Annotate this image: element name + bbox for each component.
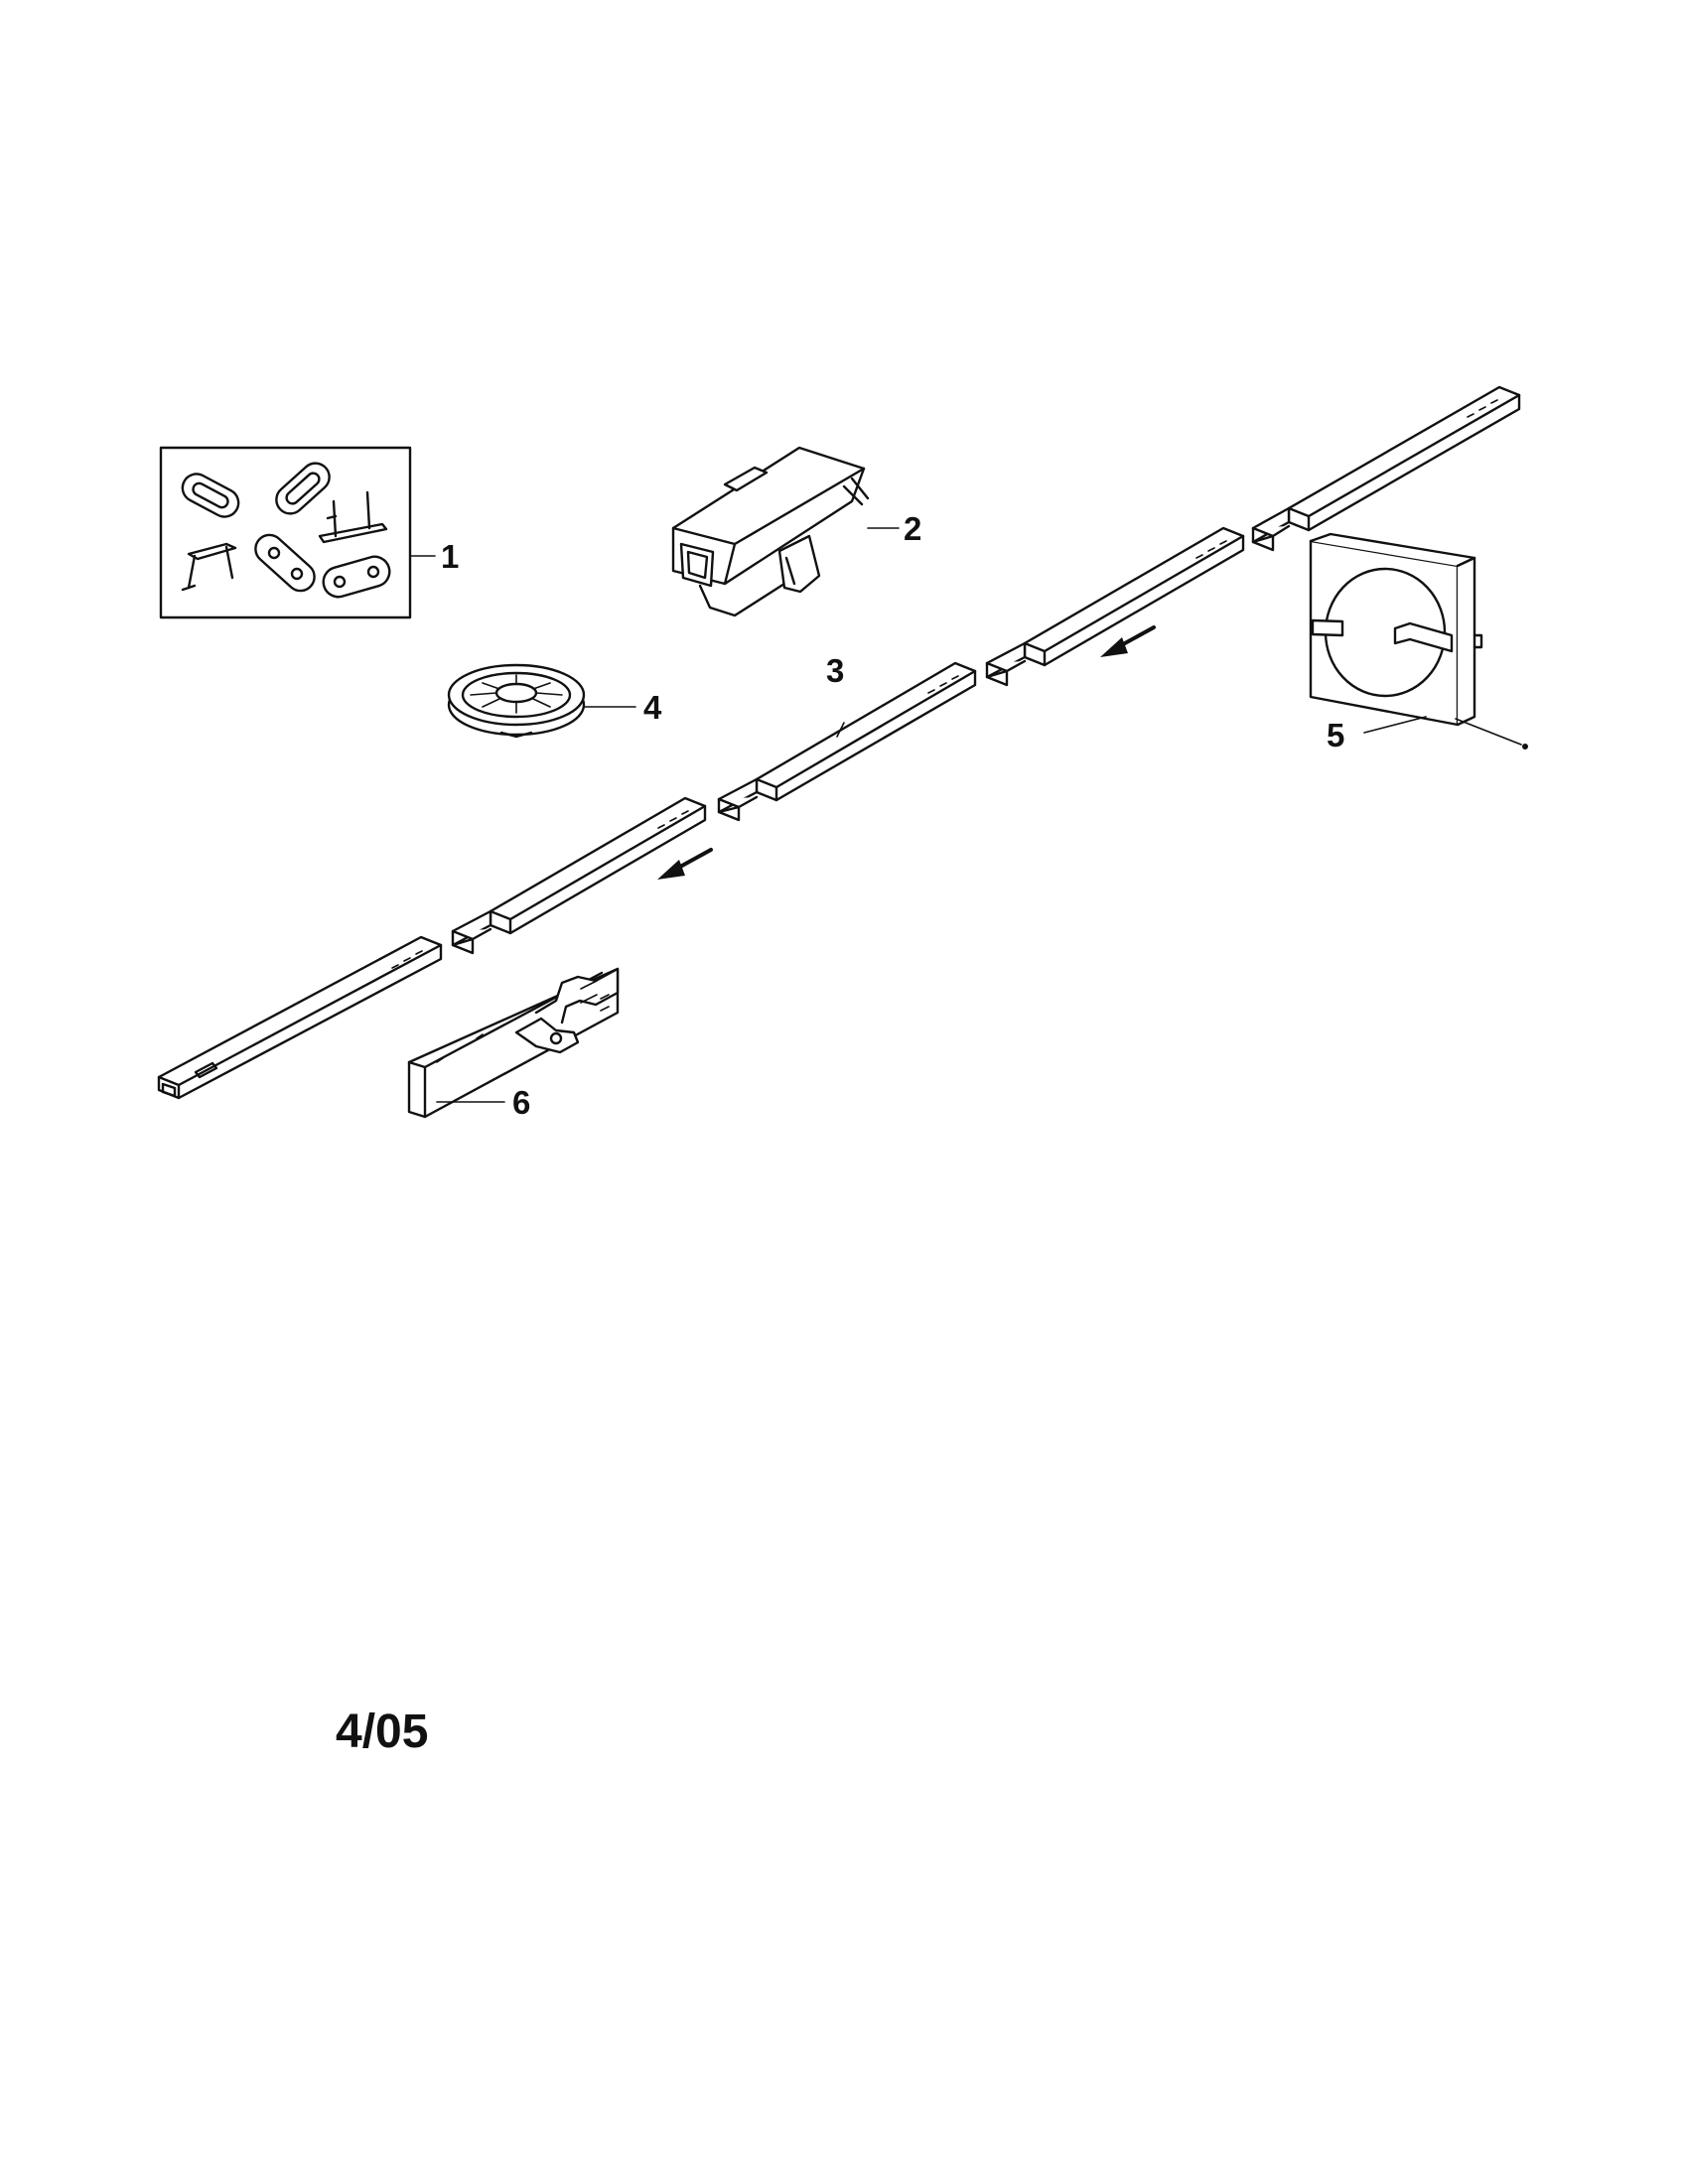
link-plate-icon xyxy=(254,533,316,593)
carriage-body xyxy=(671,446,866,586)
carriage-slot xyxy=(723,466,769,492)
rail-section-3 xyxy=(717,661,977,822)
part-4-idler-pulley xyxy=(447,663,636,739)
part-5-chain-box xyxy=(1309,532,1528,750)
callout-leader-3 xyxy=(836,722,845,738)
carriage-trolley-window xyxy=(679,542,715,588)
pin-plate-icon xyxy=(181,542,237,592)
part-2-carriage xyxy=(671,446,900,617)
carriage-release-arm xyxy=(777,534,821,594)
callout-leader-5 xyxy=(1363,716,1427,734)
pulley-hub xyxy=(494,682,538,704)
pin-plate-icon xyxy=(318,490,388,544)
rail-section-4 xyxy=(451,796,707,955)
part-3-rail xyxy=(157,385,1521,1100)
callout-label-1: 1 xyxy=(441,538,459,575)
callout-label-3: 3 xyxy=(826,652,844,689)
callout-label-4: 4 xyxy=(643,689,662,726)
assembly-arrow-icon xyxy=(657,848,713,880)
part-6-rail-bracket xyxy=(407,967,620,1119)
rail-section-5 xyxy=(157,935,443,1100)
master-link-icon xyxy=(181,473,240,518)
callout-label-6: 6 xyxy=(512,1084,530,1121)
chain-box-strap xyxy=(1311,618,1344,637)
assembly-arrow-icon xyxy=(1100,625,1156,657)
rail-section-2 xyxy=(985,526,1245,687)
bracket-tab xyxy=(514,1017,580,1054)
kit-box-outline xyxy=(159,446,412,619)
callout-label-2: 2 xyxy=(904,510,921,547)
callout-label-5: 5 xyxy=(1327,717,1344,753)
master-link-icon xyxy=(275,462,331,515)
rail-section-1 xyxy=(1251,385,1521,552)
part-1-chain-link-kit xyxy=(159,446,436,619)
link-plate-icon xyxy=(322,555,391,599)
chain-box-strap xyxy=(1393,621,1454,653)
date-code: 4/05 xyxy=(336,1706,428,1758)
